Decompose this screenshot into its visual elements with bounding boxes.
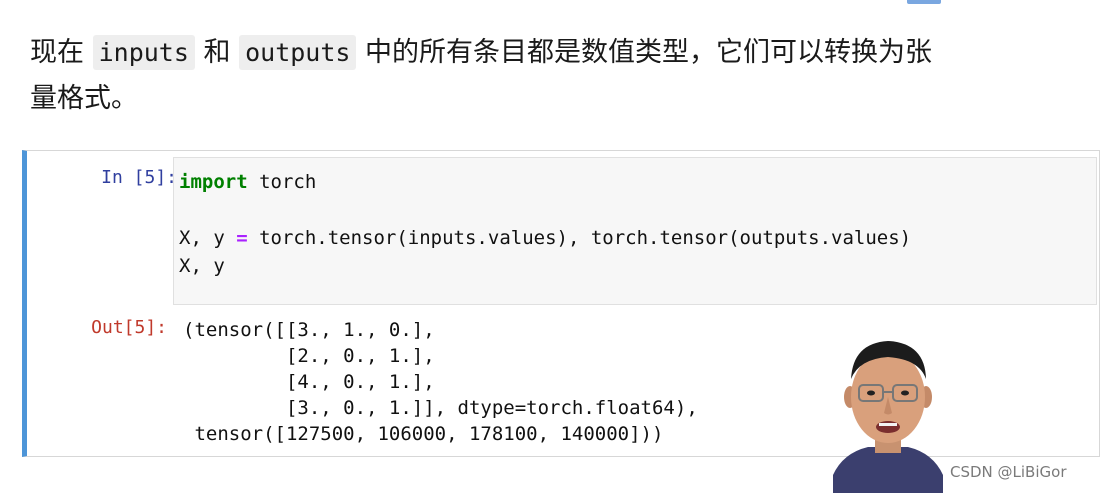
markdown-text: 中的所有条目都是数值类型，它们可以转换为张 bbox=[365, 37, 933, 68]
code-cell[interactable]: In [5]: import torch X, y = torch.tensor… bbox=[22, 150, 1100, 457]
assign-operator: = bbox=[236, 227, 248, 249]
output-line: [2., 0., 1.], bbox=[183, 345, 435, 367]
code-line-1: import torch bbox=[179, 168, 1091, 196]
output-line: [4., 0., 1.], bbox=[183, 371, 435, 393]
code-line-4: X, y bbox=[179, 255, 225, 277]
inline-code-outputs: outputs bbox=[239, 35, 357, 70]
code-output-area: (tensor([[3., 1., 0.], [2., 0., 1.], [4.… bbox=[183, 317, 883, 447]
output-line: [3., 0., 1.]], dtype=torch.float64), bbox=[183, 397, 698, 419]
in-prompt: In [5]: bbox=[101, 167, 177, 188]
output-line: tensor([127500, 106000, 178100, 140000])… bbox=[183, 423, 664, 445]
output-line: (tensor([[3., 1., 0.], bbox=[183, 319, 435, 341]
inline-code-inputs: inputs bbox=[92, 35, 195, 70]
import-keyword: import bbox=[179, 171, 248, 193]
toolbar-icon[interactable] bbox=[907, 0, 941, 4]
webcam-presenter bbox=[833, 335, 943, 493]
markdown-text: 现在 bbox=[30, 37, 84, 68]
code-input-area[interactable]: import torch X, y = torch.tensor(inputs.… bbox=[173, 157, 1097, 305]
watermark: CSDN @LiBiGor bbox=[950, 463, 1067, 481]
markdown-text: 和 bbox=[203, 37, 231, 68]
markdown-line-1: 现在 inputs 和 outputs 中的所有条目都是数值类型，它们可以转换为… bbox=[30, 30, 1090, 76]
markdown-line-2: 量格式。 bbox=[30, 83, 138, 114]
out-prompt: Out[5]: bbox=[91, 317, 167, 338]
code-text: torch.tensor(inputs.values), torch.tenso… bbox=[247, 227, 912, 249]
code-text: torch bbox=[247, 171, 317, 193]
code-line-3: X, y = torch.tensor(inputs.values), torc… bbox=[179, 224, 1091, 252]
markdown-cell: 现在 inputs 和 outputs 中的所有条目都是数值类型，它们可以转换为… bbox=[30, 30, 1090, 122]
code-line-2-blank bbox=[179, 196, 1091, 224]
code-text: X, y bbox=[179, 227, 237, 249]
